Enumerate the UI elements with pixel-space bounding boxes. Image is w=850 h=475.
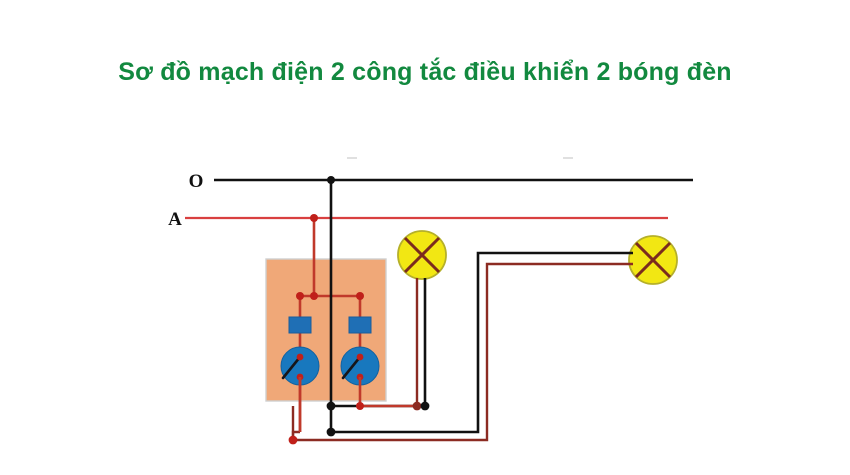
junction-dot-O-tap: [327, 176, 335, 184]
switch-1-terminal-block: [288, 316, 312, 334]
switch-2-pivot-dot: [356, 353, 364, 361]
junction-dot-neutral-lower: [326, 427, 336, 437]
junction-dot-neutral-upper: [326, 401, 336, 411]
bottom-rails-group: [291, 377, 425, 440]
lamp-2-neutral-wire: [331, 251, 633, 434]
lamp-1-cross-icon-b: [403, 236, 441, 274]
page-title: Sơ đồ mạch điện 2 công tắc điều khiển 2 …: [118, 58, 732, 86]
switch-1-lever-icon: [281, 355, 302, 380]
switch-1-pivot-dot: [296, 353, 304, 361]
lamp-2: [628, 235, 678, 285]
switch-2-terminal-block: [348, 316, 372, 334]
junction-dot-lamp1-black-rail: [420, 401, 430, 411]
lamp-2-cross-icon-b: [634, 241, 672, 279]
label-neutral-O: O: [189, 171, 204, 192]
junction-dot-lamp1-red-rail: [412, 401, 422, 411]
lamp-2-feed-group: [293, 251, 633, 442]
junction-dot-switch2-rail: [356, 402, 364, 410]
switch-1[interactable]: [280, 316, 320, 432]
junction-dots-group: [288, 176, 430, 445]
lamp-2-live-wire: [293, 262, 633, 442]
lamp-1: [397, 230, 447, 406]
bus-labels-group: O A: [168, 171, 203, 230]
junction-dot-red-bottom-corner: [288, 435, 298, 445]
label-live-A: A: [168, 209, 182, 230]
bus-lines-group: [185, 178, 693, 220]
switch-2[interactable]: [340, 316, 380, 406]
junction-dot-A-tap: [310, 214, 318, 222]
junction-dot-dist-mid: [310, 292, 318, 300]
junction-dot-dist-right: [356, 292, 364, 300]
switch-2-lever-icon: [341, 355, 362, 380]
junction-dot-dist-left: [296, 292, 304, 300]
